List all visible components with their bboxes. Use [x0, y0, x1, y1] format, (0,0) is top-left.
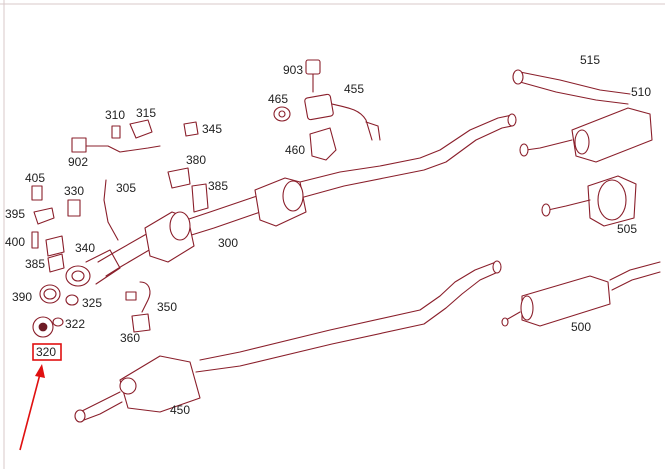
label-320: 320: [36, 345, 56, 359]
label-315: 315: [136, 106, 156, 120]
clamp-330[interactable]: [67, 199, 81, 217]
front-flange[interactable]: [65, 249, 121, 287]
muffler-510[interactable]: [519, 107, 653, 163]
label-325: 325: [82, 296, 102, 310]
label-405: 405: [25, 171, 45, 185]
clip-345[interactable]: [183, 121, 199, 137]
muffler-500[interactable]: [501, 261, 661, 327]
label-330: 330: [64, 184, 84, 198]
label-400: 400: [5, 235, 25, 249]
highlight-arrow: [19, 373, 41, 451]
gasket-322[interactable]: [52, 317, 64, 327]
label-385-lower: 385: [25, 257, 45, 271]
rubber-465[interactable]: [273, 106, 291, 122]
bolt-400[interactable]: [31, 231, 39, 249]
label-340: 340: [75, 241, 95, 255]
label-450: 450: [170, 403, 190, 417]
control-unit-455[interactable]: [304, 93, 381, 141]
label-395: 395: [5, 207, 25, 221]
label-300: 300: [218, 236, 238, 250]
label-505: 505: [617, 222, 637, 236]
highlight-box-320: [32, 343, 62, 361]
label-390: 390: [12, 290, 32, 304]
rubber-385-lower[interactable]: [47, 253, 65, 273]
label-305: 305: [116, 181, 136, 195]
rubber-340[interactable]: [45, 235, 65, 257]
label-360: 360: [120, 331, 140, 345]
label-903: 903: [283, 63, 303, 77]
sensor-310[interactable]: [111, 125, 121, 139]
rubber-385-upper[interactable]: [191, 183, 209, 213]
pipe-515[interactable]: [512, 69, 631, 105]
bracket-395[interactable]: [33, 207, 55, 225]
nox-sensor-903[interactable]: [305, 59, 321, 93]
label-455: 455: [344, 82, 364, 96]
bracket-380[interactable]: [167, 167, 191, 189]
label-345: 345: [202, 122, 222, 136]
label-310: 310: [105, 108, 125, 122]
label-465: 465: [268, 92, 288, 106]
label-380: 380: [186, 153, 206, 167]
muffler-450[interactable]: [74, 355, 201, 423]
lower-exhaust-pipe[interactable]: [195, 260, 502, 373]
label-350: 350: [157, 300, 177, 314]
label-460: 460: [285, 143, 305, 157]
muffler-505[interactable]: [541, 175, 637, 227]
seal-ring-320[interactable]: [32, 316, 54, 338]
catalytic-converter-front[interactable]: [144, 211, 195, 263]
bracket-315[interactable]: [129, 119, 153, 139]
bracket-360[interactable]: [131, 313, 151, 333]
catalytic-converter-rear[interactable]: [254, 177, 307, 227]
sleeve-405[interactable]: [31, 185, 43, 201]
label-322: 322: [65, 317, 85, 331]
nut-325[interactable]: [65, 294, 79, 306]
sensor-902[interactable]: [71, 137, 161, 153]
bracket-460[interactable]: [309, 127, 337, 161]
highlight-arrowhead: [35, 364, 45, 378]
clamp-390[interactable]: [39, 284, 61, 304]
label-510: 510: [631, 85, 651, 99]
label-515: 515: [580, 53, 600, 67]
label-500: 500: [571, 320, 591, 334]
sensor-cable-305[interactable]: [103, 179, 119, 241]
label-902: 902: [68, 155, 88, 169]
label-385-upper: 385: [208, 179, 228, 193]
sensor-350[interactable]: [125, 281, 151, 313]
